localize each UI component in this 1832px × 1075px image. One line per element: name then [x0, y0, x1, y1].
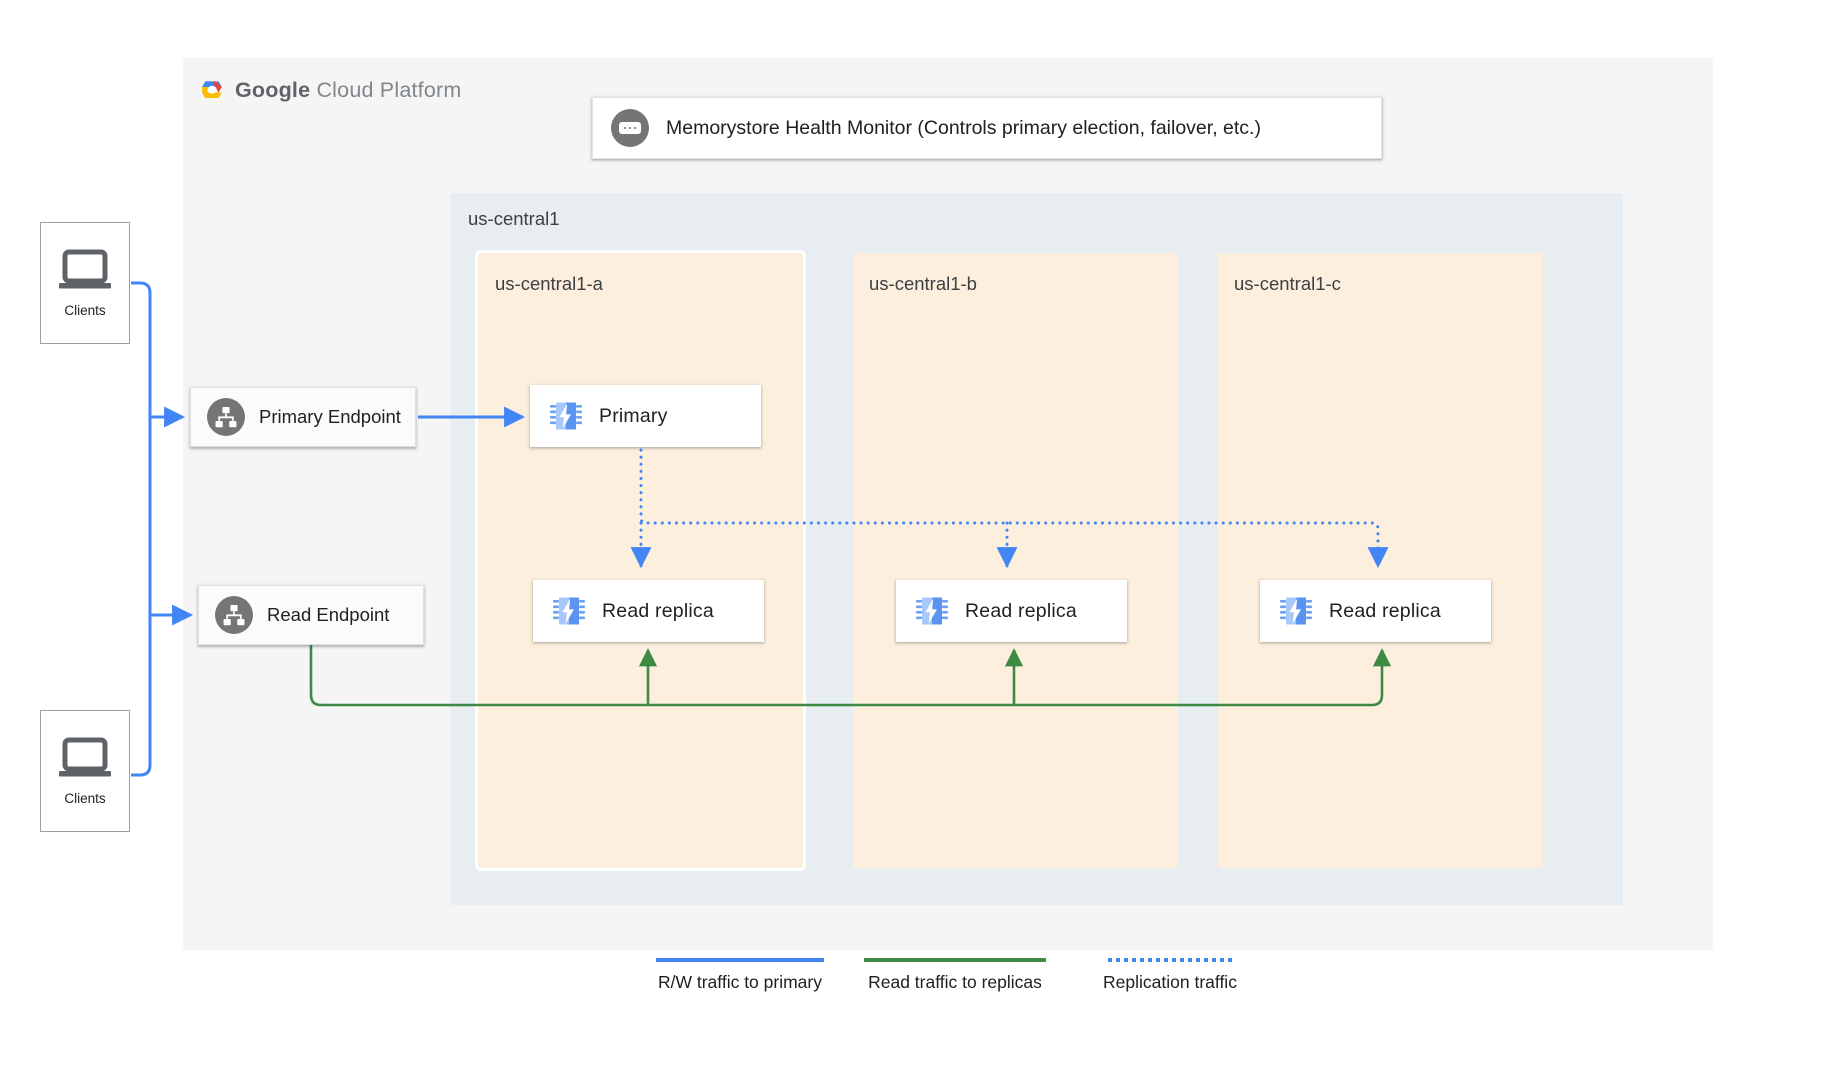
memorystore-chip-icon — [1280, 597, 1312, 625]
legend-label-rw: R/W traffic to primary — [657, 972, 822, 992]
node-read-replica-a-label: Read replica — [602, 599, 714, 622]
node-read-replica-a[interactable]: Read replica — [533, 580, 764, 642]
legend-swatch-read — [864, 958, 1046, 962]
node-read-replica-b[interactable]: Read replica — [896, 580, 1127, 642]
read-endpoint-label: Read Endpoint — [267, 604, 390, 625]
zone-box-us-central1-c — [1218, 253, 1543, 868]
node-primary-label: Primary — [599, 404, 668, 427]
node-primary[interactable]: Primary — [530, 385, 761, 447]
gcp-wordmark: Google Cloud Platform — [235, 78, 461, 103]
client-label: Clients — [64, 790, 106, 806]
zone-box-us-central1-a — [478, 253, 803, 868]
primary-endpoint-label: Primary Endpoint — [259, 406, 401, 427]
zone-label-us-central1-b: us-central1-b — [869, 273, 977, 294]
health-monitor-label: Memorystore Health Monitor (Controls pri… — [666, 116, 1261, 139]
legend-label-read: Read traffic to replicas — [868, 972, 1042, 992]
legend: R/W traffic to primary Read traffic to r… — [640, 958, 1340, 1028]
client-blue-bus — [131, 281, 152, 777]
brand-cloud-platform: Cloud Platform — [316, 77, 462, 102]
zone-label-us-central1-a: us-central1-a — [495, 273, 603, 294]
google-cloud-platform-branding: Google Cloud Platform — [198, 72, 461, 108]
memorystore-health-monitor-card[interactable]: Memorystore Health Monitor (Controls pri… — [592, 97, 1382, 159]
read-endpoint-card[interactable]: Read Endpoint — [198, 585, 424, 645]
legend-label-replication: Replication traffic — [1103, 972, 1237, 992]
primary-endpoint-card[interactable]: Primary Endpoint — [190, 387, 416, 447]
region-label: us-central1 — [468, 208, 560, 229]
client-label: Clients — [64, 302, 106, 318]
memorystore-chip-icon — [916, 597, 948, 625]
node-read-replica-c-label: Read replica — [1329, 599, 1441, 622]
zone-box-us-central1-b — [853, 253, 1178, 868]
legend-item-read-traffic: Read traffic to replicas — [840, 958, 1070, 1028]
google-cloud-hexagon-logo — [202, 81, 222, 99]
laptop-icon — [59, 737, 111, 776]
client-box-bottom[interactable]: Clients — [40, 710, 130, 832]
network-hierarchy-icon — [207, 398, 245, 436]
legend-swatch-rw — [656, 958, 824, 962]
zone-label-us-central1-c: us-central1-c — [1234, 273, 1341, 294]
legend-item-replication-traffic: Replication traffic — [1070, 958, 1270, 1028]
node-read-replica-b-label: Read replica — [965, 599, 1077, 622]
health-monitor-icon — [611, 109, 649, 147]
memorystore-chip-icon — [553, 597, 585, 625]
memorystore-chip-icon — [550, 402, 582, 430]
legend-swatch-replication — [1108, 958, 1232, 962]
brand-google: Google — [235, 77, 311, 102]
client-box-top[interactable]: Clients — [40, 222, 130, 344]
legend-item-rw-traffic: R/W traffic to primary — [640, 958, 840, 1028]
network-hierarchy-icon — [215, 596, 253, 634]
node-read-replica-c[interactable]: Read replica — [1260, 580, 1491, 642]
laptop-icon — [59, 249, 111, 288]
